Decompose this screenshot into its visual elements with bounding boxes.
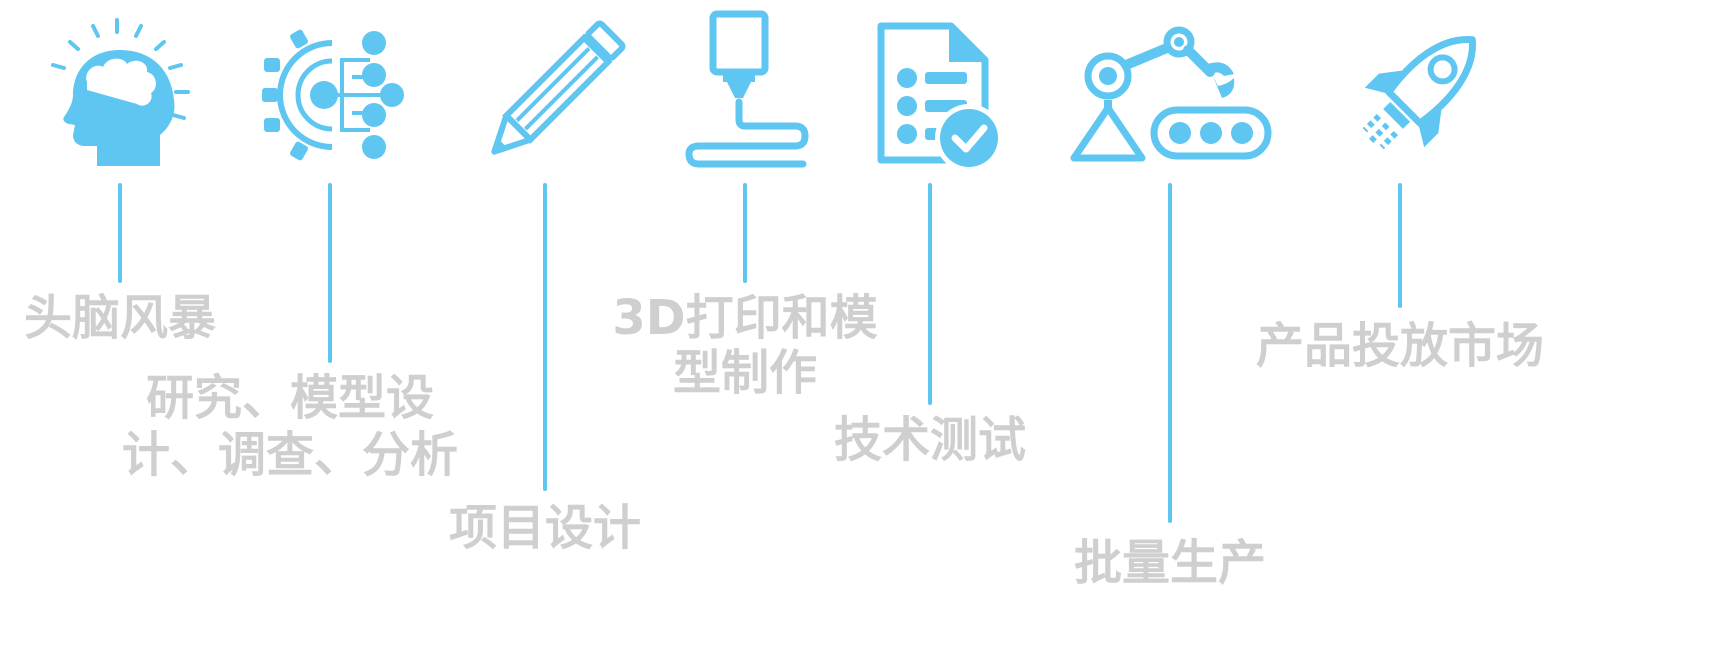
connector-line	[1398, 183, 1402, 308]
step-label-brainstorm: 头脑风暴	[23, 290, 216, 346]
connector-line	[118, 183, 122, 283]
robot-arm-conveyor-icon	[1068, 20, 1278, 170]
3d-printer-icon	[685, 10, 815, 177]
rocket-icon	[1335, 22, 1490, 172]
step-label-project-design: 项目设计	[448, 500, 641, 556]
connector-line	[928, 183, 932, 405]
connector-line	[743, 183, 747, 283]
brain-head-icon	[45, 18, 195, 170]
connector-line	[328, 183, 332, 363]
step-label-technical-testing: 技术测试	[833, 412, 1026, 468]
gear-network-icon	[262, 25, 412, 165]
step-label-research-line2: 计、调查、分析	[121, 427, 458, 483]
pencil-icon	[478, 18, 628, 168]
connector-line	[543, 183, 547, 491]
step-label-mass-production: 批量生产	[1073, 535, 1266, 591]
connector-line	[1168, 183, 1172, 523]
step-label-product-launch: 产品投放市场	[1255, 318, 1544, 374]
step-label-research-line1: 研究、模型设	[145, 370, 434, 426]
checklist-document-icon	[877, 22, 1007, 172]
step-label-3d-printing-line1: 3D打印和模	[612, 290, 878, 346]
step-label-3d-printing-line2: 型制作	[672, 345, 817, 401]
